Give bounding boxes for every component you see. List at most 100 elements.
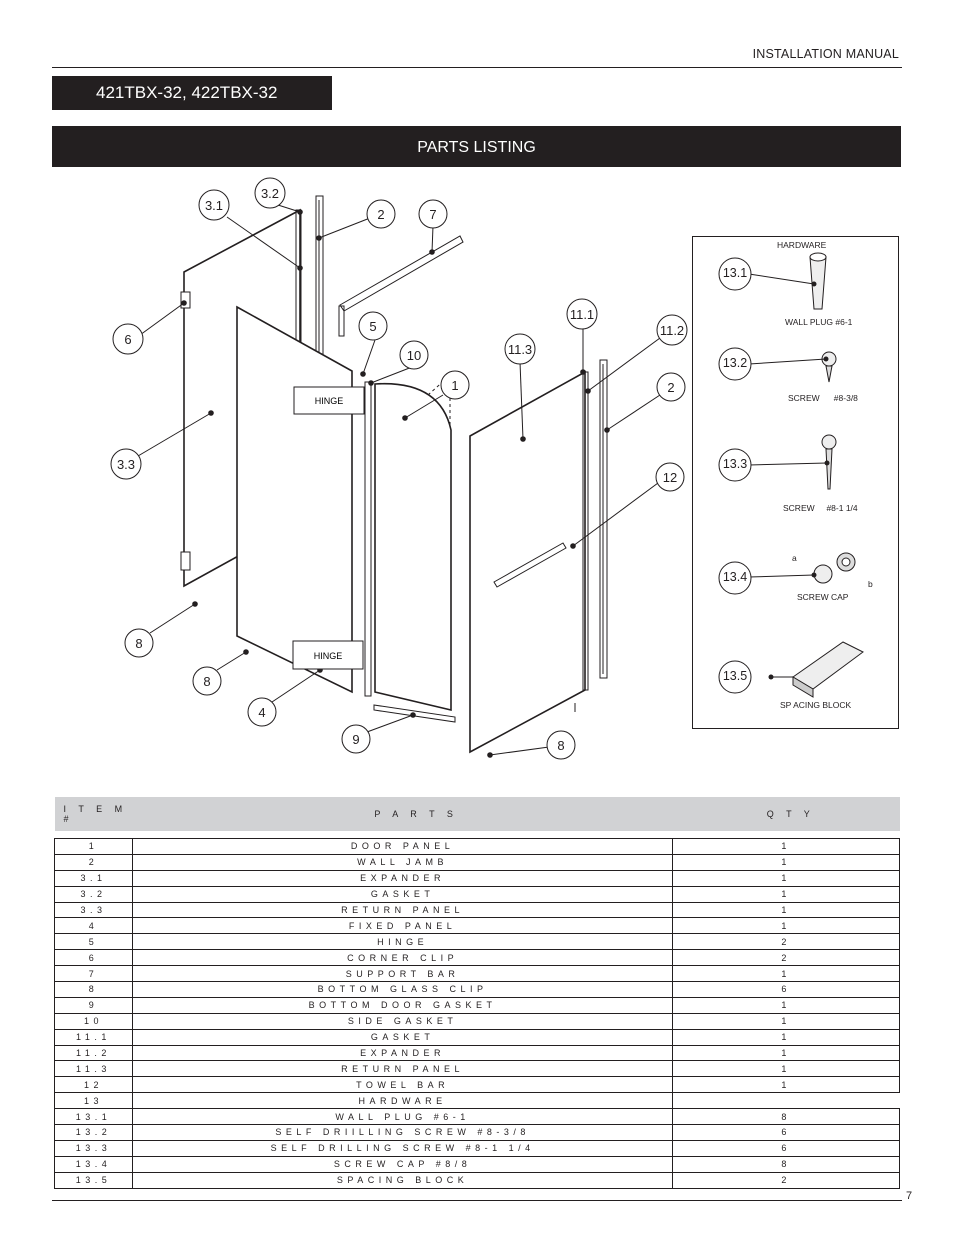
model-title: 421TBX-32, 422TBX-32 <box>52 76 332 110</box>
screw-cap-b-label: b <box>868 579 873 589</box>
part-cell: CORNER CLIP <box>131 949 674 967</box>
corner-clip-bottom <box>180 551 191 571</box>
callout-6: 6 <box>124 332 131 347</box>
item-cell: 11.1 <box>54 1028 133 1046</box>
qty-cell: 2 <box>672 1171 900 1189</box>
header-qty: Q T Y <box>672 797 900 831</box>
item-cell: 6 <box>54 949 133 967</box>
callout-8-a: 8 <box>135 636 142 651</box>
callout-11-2: 11.2 <box>660 323 684 338</box>
callout-11-1: 11.1 <box>570 307 594 322</box>
qty-cell: 8 <box>672 1155 900 1173</box>
hinge-label-box-top <box>293 386 365 415</box>
callout-5: 5 <box>369 319 376 334</box>
qty-cell: 1 <box>672 1012 900 1030</box>
callout-3-1: 3.1 <box>205 198 223 213</box>
part-cell: SIDE GASKET <box>131 1012 674 1030</box>
support-bar <box>339 235 464 312</box>
part-cell: WALL JAMB <box>131 853 674 871</box>
hardware-num-13-4: 13.4 <box>722 570 748 584</box>
side-gasket <box>364 381 372 697</box>
qty-cell: 8 <box>672 1108 900 1126</box>
item-cell: 13.1 <box>54 1108 133 1126</box>
hinge-label-bottom: HINGE <box>314 651 343 661</box>
door-panel <box>374 382 452 712</box>
header-item: I T E M # <box>54 797 133 831</box>
part-cell: HINGE <box>131 933 674 951</box>
hardware-panel: HARDWARE 13.1 WALL PLUG #6-1 13.2 SCREW … <box>692 236 899 729</box>
item-cell: 3.1 <box>54 869 133 887</box>
part-cell: EXPANDER <box>131 1044 674 1062</box>
top-rule <box>52 67 902 68</box>
qty-cell: 6 <box>672 1139 900 1157</box>
item-cell: 8 <box>54 981 133 998</box>
callout-2: 2 <box>377 207 384 222</box>
qty-cell: 1 <box>672 869 900 887</box>
qty-cell: 6 <box>672 981 900 998</box>
callout-8-c: 8 <box>557 738 564 753</box>
qty-cell: 2 <box>672 933 900 951</box>
hardware-num-13-5: 13.5 <box>722 669 748 683</box>
qty-cell: 1 <box>672 885 900 903</box>
qty-cell: 1 <box>672 1060 900 1078</box>
part-cell: HARDWARE <box>131 1092 674 1110</box>
part-cell: SPACING BLOCK <box>131 1171 674 1189</box>
item-cell: 3.3 <box>54 901 133 919</box>
hardware-num-13-3: 13.3 <box>722 457 748 471</box>
qty-cell: 2 <box>672 949 900 967</box>
part-cell: RETURN PANEL <box>131 901 674 919</box>
qty-cell: 1 <box>672 1028 900 1046</box>
callout-10: 10 <box>407 348 421 363</box>
item-cell: 7 <box>54 965 133 983</box>
callout-11-3: 11.3 <box>508 342 532 357</box>
wall-jamb-right <box>599 359 608 679</box>
manual-label: INSTALLATION MANUAL <box>752 47 899 61</box>
item-cell: 11.3 <box>54 1060 133 1078</box>
qty-cell: 1 <box>672 853 900 871</box>
screw-cap-a-label: a <box>792 553 797 563</box>
hardware-label-13-4: SCREW CAP <box>797 592 849 602</box>
towel-bar <box>493 542 567 588</box>
item-cell: 2 <box>54 853 133 871</box>
qty-cell: 1 <box>672 901 900 919</box>
corner-clip-top <box>180 291 191 309</box>
callout-2-right: 2 <box>667 380 674 395</box>
part-cell: SCREW CAP #8/8 <box>131 1155 674 1173</box>
item-cell: 3.2 <box>54 885 133 903</box>
screw-long-icon <box>821 434 837 450</box>
header-parts: P A R T S <box>132 797 673 831</box>
qty-cell: 1 <box>672 965 900 983</box>
callout-1: 1 <box>451 378 458 393</box>
screw-cap-icon <box>813 564 833 584</box>
item-cell: 12 <box>54 1076 133 1094</box>
item-cell: 10 <box>54 1012 133 1030</box>
qty-cell: 1 <box>672 1076 900 1094</box>
hinge-label-box-bottom <box>292 640 364 670</box>
callout-7: 7 <box>429 207 436 222</box>
bottom-rule <box>52 1200 902 1201</box>
hardware-label-13-2: SCREW #8-3/8 <box>788 393 858 403</box>
callout-9: 9 <box>352 732 359 747</box>
item-cell: 9 <box>54 996 133 1014</box>
part-cell: GASKET <box>131 1028 674 1046</box>
part-cell: BOTTOM DOOR GASKET <box>131 996 674 1014</box>
qty-cell: 1 <box>672 917 900 935</box>
qty-cell: 6 <box>672 1124 900 1141</box>
